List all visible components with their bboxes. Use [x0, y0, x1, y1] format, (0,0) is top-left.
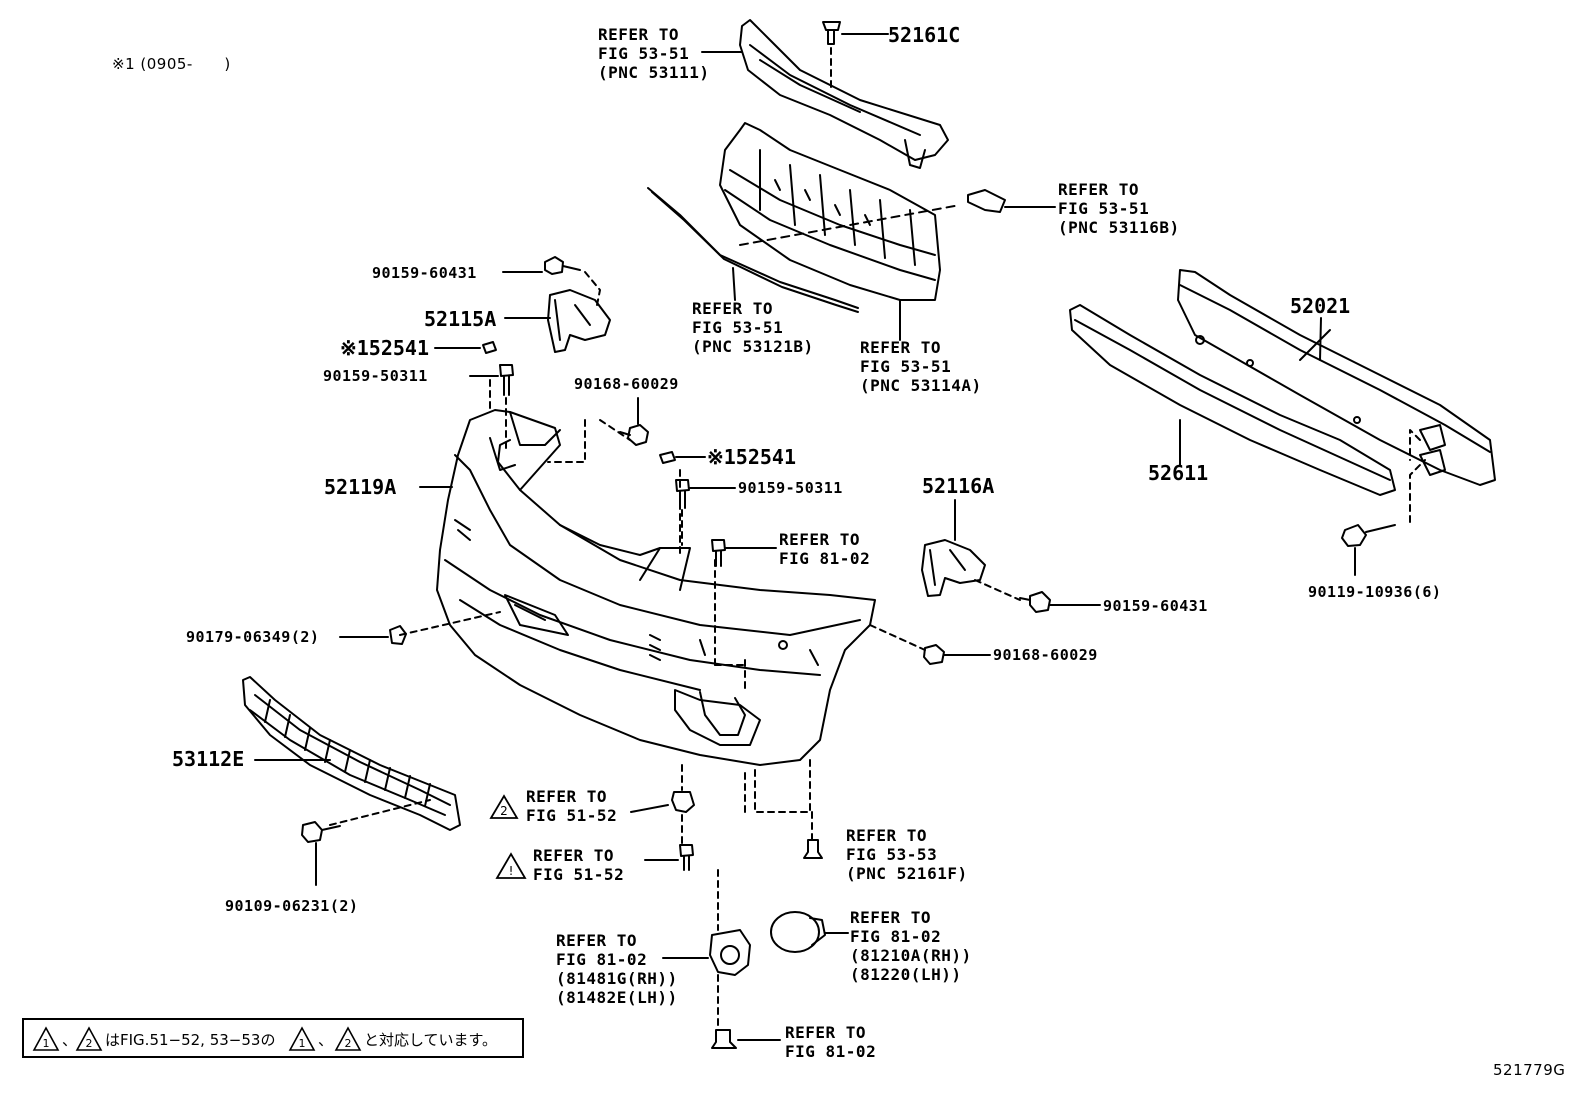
- label-ref-51-52-upper: REFER TO FIG 51-52: [526, 787, 618, 825]
- label-52119a: 52119A: [324, 475, 397, 499]
- clip-90179-06349-part: [339, 625, 407, 645]
- bolt-90159-50311-left-part: [469, 364, 514, 453]
- label-ref-81-02-center: REFER TO FIG 81-02: [779, 530, 871, 568]
- footnote-triangle-4-icon: [334, 1026, 362, 1051]
- footnote-mark-3: 1: [299, 1037, 306, 1050]
- label-ref-53114a: REFER TO FIG 53-51 (PNC 53114A): [860, 338, 982, 395]
- moulding-strip-part: [647, 187, 961, 313]
- label-ref-81-02-bottom: REFER TO FIG 81-02: [785, 1023, 877, 1061]
- footnote-text: 、はFIG.51−52, 53−53の、と対応しています。: [62, 1031, 497, 1049]
- triangle-2-mark: 2: [500, 804, 508, 818]
- label-90179-06349: 90179-06349(2): [186, 628, 320, 646]
- label-ref-53111: REFER TO FIG 53-51 (PNC 53111): [598, 25, 710, 82]
- bracket-52116a-part: [921, 499, 986, 597]
- label-ref-53121b: REFER TO FIG 53-51 (PNC 53121B): [692, 299, 814, 356]
- label-52541-center: ※152541: [707, 445, 797, 469]
- label-ref-53-53: REFER TO FIG 53-53 (PNC 52161F): [846, 826, 968, 883]
- label-90168-60029-upper: 90168-60029: [574, 375, 679, 393]
- label-ref-fog-bracket: REFER TO FIG 81-02 (81481G(RH)) (81482E(…: [556, 931, 678, 1007]
- label-90159-50311-left: 90159-50311: [323, 367, 428, 385]
- condition-note: ※1 (0905- ): [112, 55, 231, 73]
- clip-52161c-part: [822, 21, 889, 89]
- footnote-content: 1 2 1 2 、はFIG.51−52, 53−53の、と対応しています。: [32, 1026, 497, 1051]
- label-52161c: 52161C: [888, 23, 961, 47]
- label-52116a: 52116A: [922, 474, 995, 498]
- label-53112e: 53112E: [172, 747, 245, 771]
- label-90159-60431-top: 90159-60431: [372, 264, 477, 282]
- bolt-90159-50311-center-part: [675, 479, 736, 546]
- label-90109-06231: 90109-06231(2): [225, 897, 359, 915]
- footnote-box: 1 2 1 2 、はFIG.51−52, 53−53の、と対応しています。: [22, 1018, 524, 1058]
- bolt-90159-60431-right-part: [1019, 591, 1101, 613]
- clip-52541-left-part: [434, 341, 497, 354]
- absorber-52611-part: [1069, 304, 1396, 496]
- leader-lines: [630, 51, 1322, 813]
- nut-90168-60029-upper-part: [619, 397, 649, 446]
- fog-bracket-part: [662, 929, 751, 976]
- bumper-locating-dashes: [329, 419, 1021, 1031]
- bumper-cover-52119a-part: [419, 409, 876, 766]
- grille-part: [719, 122, 941, 301]
- label-90168-60029-right: 90168-60029: [993, 646, 1098, 664]
- label-52115a: 52115A: [424, 307, 497, 331]
- bolt-90119-10936-part: [1341, 429, 1426, 576]
- bolt-90109-06231-part: [301, 821, 341, 886]
- triangle-1-mark: !: [509, 864, 514, 878]
- nut-90168-60029-right-part: [923, 644, 991, 665]
- fog-lamp-part: [770, 911, 849, 953]
- label-90159-60431-right: 90159-60431: [1103, 597, 1208, 615]
- label-52541-left: ※152541: [340, 336, 430, 360]
- warning-triangles: [489, 794, 527, 879]
- bracket-52115a-part: [504, 289, 611, 353]
- bolt-fig-51-52-lower-part: [644, 844, 694, 871]
- label-52611: 52611: [1148, 461, 1209, 485]
- upper-retainer-part: [739, 19, 949, 169]
- footnote-triangle-2-icon: [75, 1026, 103, 1051]
- screw-fig-53-53-part: [803, 839, 823, 859]
- label-ref-51-52-lower: REFER TO FIG 51-52: [533, 846, 625, 884]
- clip-fig-51-52-upper-part: [671, 791, 695, 813]
- part-53116b: [967, 189, 1056, 213]
- figure-id: 521779G: [1493, 1061, 1566, 1079]
- label-90119-10936: 90119-10936(6): [1308, 583, 1442, 601]
- bolt-90159-60431-top-part: [502, 256, 601, 306]
- footnote-triangle-3-icon: [288, 1026, 316, 1051]
- clip-52541-center-part: [659, 451, 706, 464]
- label-ref-fog-lamp: REFER TO FIG 81-02 (81210A(RH)) (81220(L…: [850, 908, 972, 984]
- lower-grille-53112e-part: [242, 676, 461, 831]
- reinforcement-52021-part: [1177, 269, 1496, 486]
- bolt-fig-81-02-center-part: [711, 539, 777, 567]
- footnote-mark-4: 2: [345, 1037, 352, 1050]
- label-90159-50311-center: 90159-50311: [738, 479, 843, 497]
- label-ref-53116b: REFER TO FIG 53-51 (PNC 53116B): [1058, 180, 1180, 237]
- label-52021: 52021: [1290, 294, 1351, 318]
- screw-fig-81-02-bottom-part: [711, 1029, 781, 1049]
- footnote-mark-2: 2: [86, 1037, 93, 1050]
- footnote-mark-1: 1: [43, 1037, 50, 1050]
- footnote-triangle-1-icon: [32, 1026, 60, 1051]
